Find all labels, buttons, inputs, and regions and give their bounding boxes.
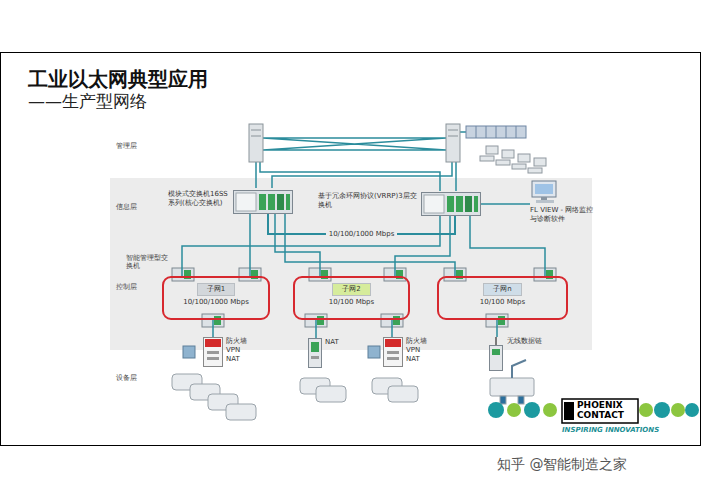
text-label: 设备层 [116, 374, 137, 382]
network-link [391, 320, 393, 337]
management-lines [256, 132, 466, 191]
subnet-box: 子网1 [197, 283, 235, 296]
text-label: 管理层 [116, 142, 137, 150]
label-column: 防火墙VPNNAT [406, 337, 427, 363]
text-label: 信息层 [116, 203, 137, 211]
network-link [481, 203, 530, 205]
core-switch: 基于冗余环网协议(VRRP)3层交换机 [318, 192, 481, 216]
nat-symbol [308, 338, 322, 368]
text-label: 知乎 @智能制造之家 [497, 456, 627, 472]
text-label: 智能管理型交换机 [126, 254, 168, 270]
speed-label: 10/100 Mbps [329, 298, 374, 307]
switch-label: 基于冗余环网协议(VRRP)3层交换机 [318, 192, 418, 210]
wireless-symbol [488, 337, 504, 371]
subnet-label: 子网n [493, 285, 511, 294]
core-switch: 模块式交换机16SS系列(核心交换机) [168, 190, 293, 214]
logo-box [562, 399, 638, 423]
network-link [249, 214, 251, 276]
network-link [315, 320, 317, 338]
icon-holder [308, 338, 322, 368]
field-device: 无线数据链 [488, 337, 542, 371]
ring-network: 子网n 10/100 Mbps [437, 276, 568, 320]
device-label: 无线数据链 [507, 337, 542, 346]
icon-holder [421, 192, 481, 216]
rack [466, 126, 526, 138]
network-link [395, 216, 450, 276]
field-device: NAT [308, 338, 339, 368]
link-label: 10/100/1000 Mbps [326, 229, 398, 239]
icon-holder [530, 180, 560, 204]
ring-network: 子网2 10/100 Mbps [293, 276, 410, 320]
subnet-label: 子网1 [207, 285, 225, 294]
software-label: FL VIEW - 网络监控与诊断软件 [530, 206, 596, 224]
firewall-symbol [203, 337, 223, 367]
label-column: 基于冗余环网协议(VRRP)3层交换机 [318, 192, 418, 210]
text-label: INSPIRING INNOVATIONS [562, 426, 659, 434]
server-tower [249, 124, 460, 162]
text-label: 控制层 [116, 283, 137, 291]
firewall-symbol [383, 337, 403, 367]
device-label: NAT [226, 355, 247, 364]
icon-holder [203, 337, 223, 367]
device-label: 防火墙 [406, 337, 427, 346]
label-column: 模块式交换机16SS系列(核心交换机) [168, 190, 230, 208]
switch-symbol [233, 190, 293, 214]
speed-label: 10/100 Mbps [480, 298, 525, 307]
network-link [470, 216, 545, 276]
device-label: 防火墙 [226, 337, 247, 346]
network-link [212, 320, 214, 337]
network-link [496, 320, 498, 337]
device-label: VPN [226, 346, 247, 355]
network-link [285, 214, 455, 276]
label-column: NAT [325, 338, 339, 347]
workstations [480, 146, 546, 173]
ring-network: 子网1 10/100/1000 Mbps [162, 276, 270, 320]
text-label: PHOENIX [577, 400, 623, 410]
speed-label: 10/100/1000 Mbps [183, 298, 249, 307]
device-label: NAT [325, 338, 339, 347]
text-label: ——生产型网络 [28, 92, 147, 112]
title-text: 工业以太网典型应用 [28, 66, 208, 93]
panel [110, 178, 592, 350]
switch-label: 模块式交换机16SS系列(核心交换机) [168, 190, 230, 208]
device-label: NAT [406, 355, 427, 364]
label-column: 无线数据链 [507, 337, 542, 346]
label-column: 防火墙VPNNAT [226, 337, 247, 363]
monitor-symbol [530, 180, 560, 204]
icon-holder [233, 190, 293, 214]
subnet-box: 子网2 [332, 283, 370, 296]
text-label: CONTACT [577, 410, 624, 420]
device-label: VPN [406, 346, 427, 355]
field-device: 防火墙VPNNAT [203, 337, 247, 367]
icon-holder [383, 337, 403, 367]
monitor-station: FL VIEW - 网络监控与诊断软件 [530, 180, 596, 224]
field-device: 防火墙VPNNAT [383, 337, 427, 367]
network-link [275, 214, 320, 276]
frame [1, 53, 701, 446]
machines [172, 360, 534, 420]
subnet-label: 子网2 [342, 285, 360, 294]
network-link [182, 216, 440, 276]
switch-symbol [421, 192, 481, 216]
icon-holder [488, 337, 504, 371]
subnet-box: 子网n [483, 283, 521, 296]
